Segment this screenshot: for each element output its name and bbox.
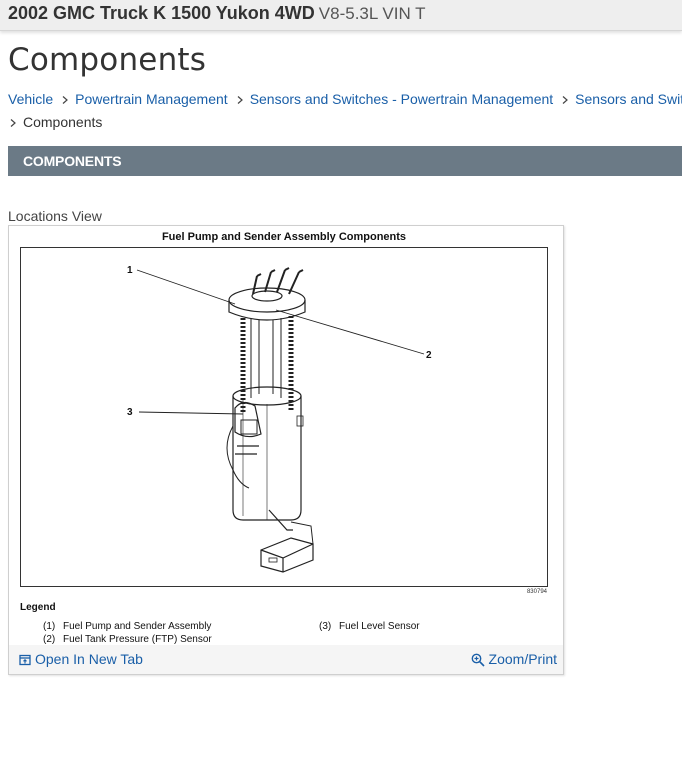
legend-title: Legend	[20, 602, 56, 613]
legend-text: Fuel Pump and Sender Assembly	[63, 621, 212, 632]
leader-2	[275, 309, 425, 355]
diagram-frame[interactable]: 1 2 3	[20, 247, 548, 587]
vehicle-name: 2002 GMC Truck K 1500 Yukon 4WD	[8, 3, 315, 23]
open-in-new-tab-button[interactable]: Open In New Tab	[19, 651, 143, 667]
open-in-new-tab-label: Open In New Tab	[35, 651, 143, 667]
zoom-print-label: Zoom/Print	[488, 651, 557, 667]
breadcrumb-powertrain-management[interactable]: Powertrain Management	[75, 91, 228, 107]
legend-text: Fuel Tank Pressure (FTP) Sensor	[63, 634, 212, 645]
zoom-in-icon	[471, 653, 485, 667]
leader-3	[138, 411, 244, 415]
zoom-print-button[interactable]: Zoom/Print	[471, 651, 557, 667]
locations-view-label: Locations View	[8, 208, 102, 224]
vehicle-engine: V8-5.3L VIN T	[318, 4, 426, 23]
open-new-tab-icon	[19, 655, 31, 666]
breadcrumb: Vehicle Powertrain Management Sensors and …	[8, 88, 682, 134]
legend-item: (3) Fuel Level Sensor	[319, 621, 420, 632]
chevron-right-icon	[562, 95, 569, 104]
flange-side	[228, 300, 306, 321]
callout-2: 2	[426, 350, 432, 361]
legend-item: (2) Fuel Tank Pressure (FTP) Sensor	[43, 634, 212, 645]
breadcrumb-vehicle[interactable]: Vehicle	[8, 91, 54, 107]
legend-text: Fuel Level Sensor	[339, 621, 420, 632]
legend-item: (1) Fuel Pump and Sender Assembly	[43, 621, 211, 632]
breadcrumb-line-2: Components	[8, 111, 682, 134]
callout-1: 1	[127, 265, 133, 276]
flange-top	[228, 287, 306, 313]
leader-1	[136, 269, 236, 305]
figure-card: Fuel Pump and Sender Assembly Components	[8, 225, 564, 675]
page-title: Components	[8, 42, 207, 78]
figure-footer: Open In New Tab Zoom/Print	[9, 645, 563, 674]
sensor-3	[240, 419, 258, 435]
fuel-pump-diagram: 1 2 3	[127, 265, 432, 573]
legend-number: (3)	[319, 621, 332, 632]
legend-number: (1)	[43, 621, 56, 632]
chevron-right-icon	[237, 95, 243, 104]
breadcrumb-sensors-switches[interactable]: Sensors and Switches	[575, 91, 682, 107]
figure-title: Fuel Pump and Sender Assembly Components	[161, 231, 407, 243]
float-arm	[268, 509, 293, 531]
section-header: COMPONENTS	[8, 146, 682, 176]
figure-code: 830794	[526, 589, 547, 595]
chevron-right-icon	[62, 95, 69, 104]
breadcrumb-current: Components	[23, 114, 103, 130]
float	[260, 537, 314, 573]
chevron-right-icon	[10, 118, 16, 127]
callout-3: 3	[127, 407, 133, 418]
section-title: COMPONENTS	[23, 153, 122, 169]
legend-number: (2)	[43, 634, 56, 645]
breadcrumb-sensors-switches-powertrain[interactable]: Sensors and Switches - Powertrain Manage…	[249, 91, 554, 107]
